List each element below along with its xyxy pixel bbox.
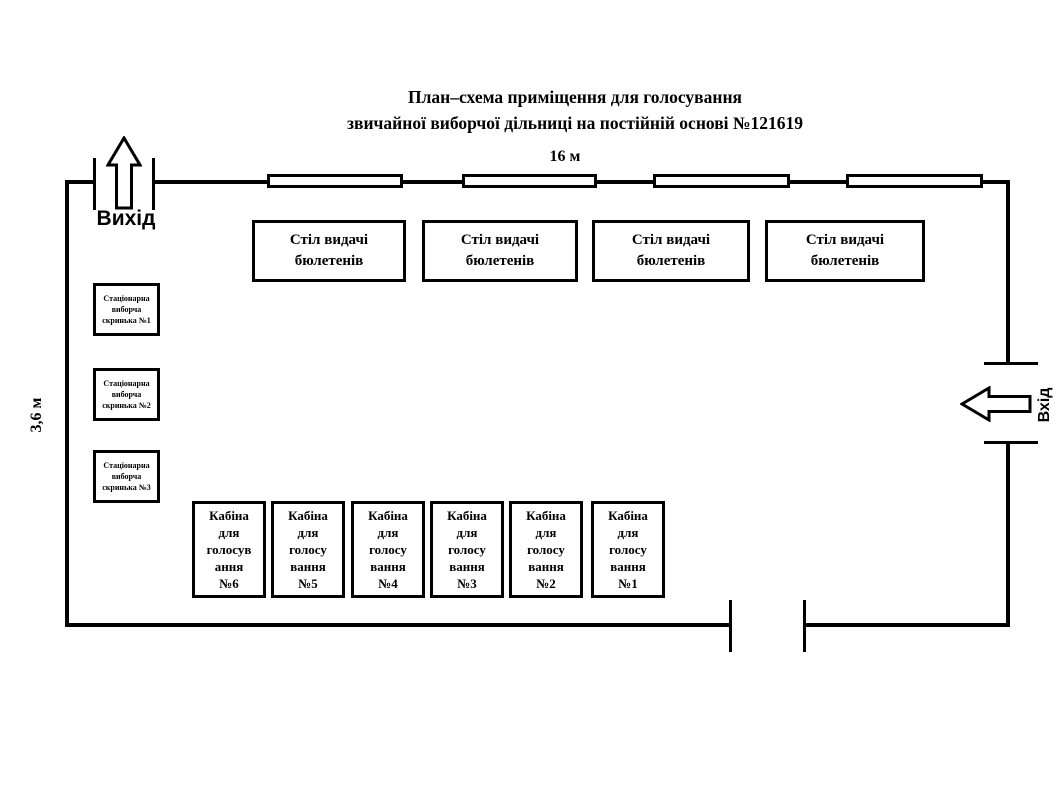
window-1	[267, 174, 403, 188]
stationary-ballot-box-2: Стаціонарна виборча скринька №2	[93, 368, 160, 421]
bottom-door-jamb-left	[729, 600, 732, 652]
sbox-label-line: скринька №2	[102, 401, 151, 410]
booth-label-line: голосу	[369, 542, 407, 557]
wall-left	[65, 180, 69, 627]
dimension-top-width: 16 м	[549, 148, 581, 165]
booth-label-line: для	[617, 525, 639, 540]
exit-arrow-icon	[106, 136, 142, 210]
booth-label-line: №6	[219, 576, 239, 591]
booth-label-line: вання	[449, 559, 485, 574]
voting-booth-6: Кабіна для голосув ання №6	[192, 501, 266, 598]
booth-label-line: вання	[290, 559, 326, 574]
ballot-issue-table-4: Стіл видачі бюлетенів	[765, 220, 925, 282]
booth-label-line: голосу	[527, 542, 565, 557]
booth-label-line: Кабіна	[209, 508, 249, 523]
sbox-label-line: виборча	[111, 305, 142, 314]
booth-label-line: №2	[536, 576, 556, 591]
bottom-door-jamb-right	[803, 600, 806, 652]
booth-label-line: голосу	[609, 542, 647, 557]
sbox-label-line: скринька №1	[102, 316, 151, 325]
sbox-label-line: скринька №3	[102, 483, 151, 492]
booth-label-line: Кабіна	[608, 508, 648, 523]
entrance-arrow-icon	[960, 386, 1032, 422]
wall-right-lower	[1006, 441, 1010, 627]
booth-label-line: ання	[214, 559, 244, 574]
wall-right-upper	[1006, 180, 1010, 365]
table-label-line: Стіл видачі	[289, 232, 369, 248]
booth-label-line: для	[218, 525, 240, 540]
booth-label-line: Кабіна	[526, 508, 566, 523]
exit-door-jamb-right	[152, 158, 155, 210]
entrance-door-jamb-top	[984, 362, 1038, 365]
booth-label-line: голосу	[289, 542, 327, 557]
booth-label-line: для	[456, 525, 478, 540]
sbox-label-line: виборча	[111, 472, 142, 481]
voting-booth-1: Кабіна для голосу вання №1	[591, 501, 665, 598]
wall-bottom-left	[65, 623, 732, 627]
booth-label-line: вання	[528, 559, 564, 574]
exit-door-jamb-left	[93, 158, 96, 210]
voting-booth-3: Кабіна для голосу вання №3	[430, 501, 504, 598]
table-label-line: бюлетенів	[636, 253, 706, 269]
wall-top-segment-left	[65, 180, 96, 184]
voting-booth-5: Кабіна для голосу вання №5	[271, 501, 345, 598]
sbox-label-line: Стаціонарна	[103, 379, 150, 388]
booth-label-line: Кабіна	[288, 508, 328, 523]
table-label-line: бюлетенів	[294, 253, 364, 269]
sbox-label-line: Стаціонарна	[103, 461, 150, 470]
booth-label-line: №3	[457, 576, 477, 591]
dimension-left-height: 3,6 м	[28, 397, 45, 433]
title-line-1: План–схема приміщення для голосування	[407, 87, 743, 107]
booth-label-line: вання	[370, 559, 406, 574]
window-3	[653, 174, 790, 188]
exit-label: Вихід	[96, 207, 156, 230]
booth-label-line: №1	[618, 576, 638, 591]
entrance-door-jamb-bottom	[984, 441, 1038, 444]
booth-label-line: для	[377, 525, 399, 540]
window-2	[462, 174, 597, 188]
title-line-2: звичайної виборчої дільниці на постійній…	[346, 113, 803, 133]
table-label-line: бюлетенів	[810, 253, 880, 269]
booth-label-line: Кабіна	[368, 508, 408, 523]
page-title: План–схема приміщення для голосування зв…	[92, 84, 1058, 136]
stationary-ballot-box-3: Стаціонарна виборча скринька №3	[93, 450, 160, 503]
entrance-label: Вхід	[1036, 387, 1053, 423]
table-label-line: Стіл видачі	[631, 232, 711, 248]
stationary-ballot-box-1: Стаціонарна виборча скринька №1	[93, 283, 160, 336]
ballot-issue-table-2: Стіл видачі бюлетенів	[422, 220, 578, 282]
booth-label-line: Кабіна	[447, 508, 487, 523]
booth-label-line: №5	[298, 576, 318, 591]
table-label-line: бюлетенів	[465, 253, 535, 269]
booth-label-line: голосув	[206, 542, 252, 557]
sbox-label-line: Стаціонарна	[103, 294, 150, 303]
table-label-line: Стіл видачі	[460, 232, 540, 248]
table-label-line: Стіл видачі	[805, 232, 885, 248]
ballot-issue-table-1: Стіл видачі бюлетенів	[252, 220, 406, 282]
voting-booth-4: Кабіна для голосу вання №4	[351, 501, 425, 598]
wall-bottom-right	[804, 623, 1010, 627]
booth-label-line: №4	[378, 576, 398, 591]
booth-label-line: для	[297, 525, 319, 540]
window-4	[846, 174, 983, 188]
voting-booth-2: Кабіна для голосу вання №2	[509, 501, 583, 598]
booth-label-line: голосу	[448, 542, 486, 557]
booth-label-line: вання	[610, 559, 646, 574]
sbox-label-line: виборча	[111, 390, 142, 399]
booth-label-line: для	[535, 525, 557, 540]
ballot-issue-table-3: Стіл видачі бюлетенів	[592, 220, 750, 282]
